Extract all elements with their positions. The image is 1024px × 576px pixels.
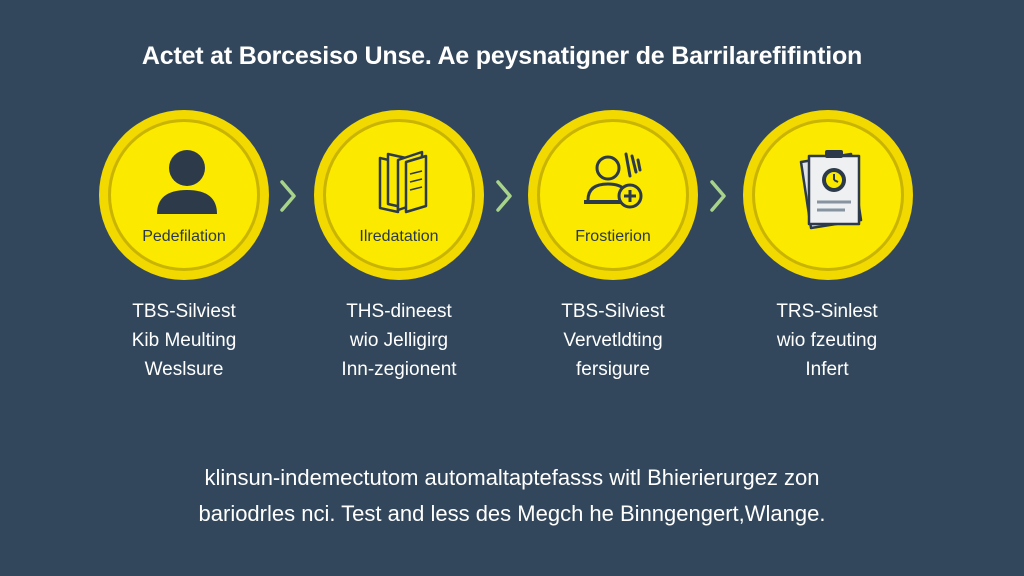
step-1-description: TBS-Silviest Kib Meulting Weslsure	[79, 297, 289, 384]
step-3-desc-line: fersigure	[576, 359, 650, 380]
chevron-right-icon	[280, 180, 296, 212]
chevron-right-icon	[496, 180, 512, 212]
footer-line: klinsun-indemectutom automaltaptefasss w…	[204, 465, 820, 490]
step-2-desc-line: THS-dineest	[346, 301, 452, 322]
documents-icon	[378, 150, 428, 214]
step-1-circle: Pedefilation	[99, 110, 269, 280]
step-4-desc-line: wio fzeuting	[776, 330, 878, 351]
step-3-desc-line: Vervetldting	[563, 330, 663, 351]
clipboard-clock-icon	[799, 150, 863, 230]
step-4-description: TRS-Sinlest wio fzeuting Infert	[722, 297, 932, 384]
step-4-desc-line: TRS-Sinlest	[776, 301, 878, 322]
step-2-label: Ilredatation	[359, 228, 439, 245]
step-3-description: TBS-Silviest Vervetldting fersigure	[508, 297, 718, 384]
person-icon	[157, 150, 217, 214]
step-2-desc-line: wio Jelligirg	[349, 330, 449, 351]
step-3-circle: Frostierion	[528, 110, 698, 280]
step-1-desc-line: Weslsure	[144, 359, 224, 380]
step-2-desc-line: Inn-zegionent	[341, 359, 457, 380]
step-4-circle	[743, 110, 913, 280]
footer-text: klinsun-indemectutom automaltaptefasss w…	[0, 460, 1024, 532]
step-3-label: Frostierion	[575, 228, 651, 245]
chevron-right-icon	[710, 180, 726, 212]
user-add-icon	[584, 152, 643, 209]
step-4-desc-line: Infert	[805, 359, 849, 380]
step-3-desc-line: TBS-Silviest	[561, 301, 665, 322]
page-title: Actet at Borcesiso Unse. Ae peysnatigner…	[141, 42, 863, 70]
footer-line: bariodrles nci. Test and less des Megch …	[198, 501, 826, 526]
step-2-circle: Ilredatation	[314, 110, 484, 280]
step-1-desc-line: Kib Meulting	[131, 330, 237, 351]
step-1-desc-line: TBS-Silviest	[132, 301, 236, 322]
step-1-label: Pedefilation	[142, 228, 226, 245]
step-2-description: THS-dineest wio Jelligirg Inn-zegionent	[294, 297, 504, 384]
